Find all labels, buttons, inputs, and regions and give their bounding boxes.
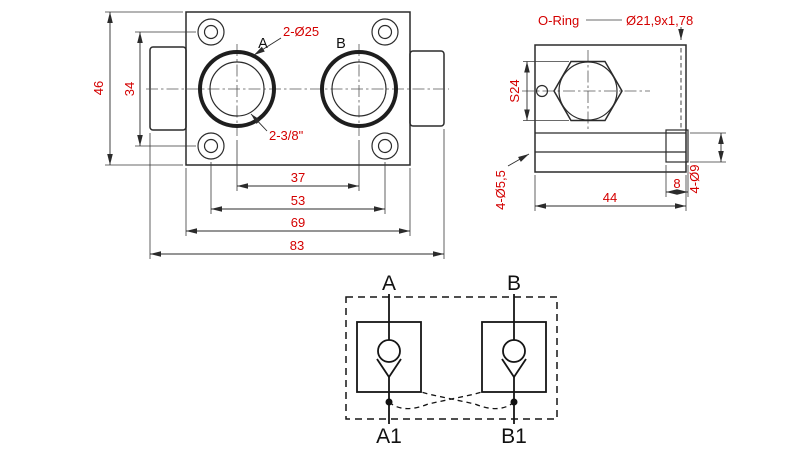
dim-hex-size: S24 bbox=[507, 61, 569, 121]
schematic-port-b1-label: B1 bbox=[501, 425, 527, 448]
cbore-callout: 4-Ø9 bbox=[687, 132, 726, 194]
schematic-port-a-label: A bbox=[382, 272, 396, 295]
counterbore-section bbox=[665, 129, 689, 163]
side-body-outline bbox=[534, 44, 687, 173]
side-body-inner-lines bbox=[535, 132, 686, 153]
mounting-hole bbox=[371, 132, 399, 160]
right-flange-hatched bbox=[409, 50, 445, 127]
oring-callout: O-Ring Ø21,9x1,78 bbox=[538, 13, 693, 40]
svg-text:2-3/8": 2-3/8" bbox=[269, 128, 304, 143]
hex-plug bbox=[553, 60, 623, 122]
hydraulic-schematic: A B A1 B1 bbox=[345, 272, 558, 448]
svg-text:53: 53 bbox=[291, 193, 305, 208]
port-a bbox=[198, 50, 276, 128]
svg-text:4-Ø5,5: 4-Ø5,5 bbox=[493, 170, 508, 210]
schematic-port-b-label: B bbox=[507, 272, 521, 295]
mount-holes-callout: 4-Ø5,5 bbox=[493, 153, 530, 210]
svg-text:69: 69 bbox=[291, 215, 305, 230]
dim-port-spacing: 37 bbox=[236, 140, 360, 191]
mount-hole-side bbox=[535, 84, 549, 98]
ports-callout: 2-Ø25 bbox=[253, 24, 319, 56]
schematic-boundary bbox=[345, 296, 558, 420]
svg-text:S24: S24 bbox=[507, 79, 522, 102]
svg-text:34: 34 bbox=[122, 82, 137, 96]
pilot-line-a-to-b bbox=[388, 391, 483, 410]
left-flange-hatched bbox=[149, 46, 187, 131]
port-a-label: A bbox=[258, 36, 268, 52]
dim-hole-spacing: 53 bbox=[210, 162, 386, 214]
check-valve-b bbox=[481, 321, 547, 393]
svg-text:46: 46 bbox=[91, 81, 106, 95]
dim-body-width: 69 bbox=[185, 168, 411, 236]
valve-body-outline bbox=[185, 11, 411, 166]
dim-overall-width: 83 bbox=[149, 129, 445, 259]
mounting-hole bbox=[197, 132, 225, 160]
thread-callout: 2-3/8" bbox=[250, 113, 304, 143]
mounting-hole bbox=[197, 18, 225, 46]
check-valve-a bbox=[356, 321, 422, 393]
front-view: A B 2-Ø25 2-3/8" 46 34 37 53 bbox=[91, 11, 449, 259]
dim-overall-height: 46 bbox=[91, 11, 183, 166]
svg-text:8: 8 bbox=[673, 176, 680, 191]
svg-text:83: 83 bbox=[290, 238, 304, 253]
mounting-hole bbox=[371, 18, 399, 46]
pilot-line-b-to-a bbox=[420, 391, 515, 410]
schematic-port-a1-label: A1 bbox=[376, 425, 402, 448]
svg-text:2-Ø25: 2-Ø25 bbox=[283, 24, 319, 39]
dim-cbore-depth: 8 bbox=[665, 165, 689, 197]
dim-side-width: 44 bbox=[534, 175, 687, 211]
side-view: O-Ring Ø21,9x1,78 S24 44 8 4-Ø9 4-Ø5,5 bbox=[493, 13, 726, 211]
svg-text:44: 44 bbox=[603, 190, 617, 205]
svg-text:37: 37 bbox=[291, 170, 305, 185]
port-b bbox=[320, 50, 398, 128]
svg-text:4-Ø9: 4-Ø9 bbox=[687, 165, 702, 194]
dim-hole-height: 34 bbox=[122, 31, 196, 147]
svg-text:Ø21,9x1,78: Ø21,9x1,78 bbox=[626, 13, 693, 28]
port-b-label: B bbox=[336, 36, 346, 52]
svg-text:O-Ring: O-Ring bbox=[538, 13, 579, 28]
